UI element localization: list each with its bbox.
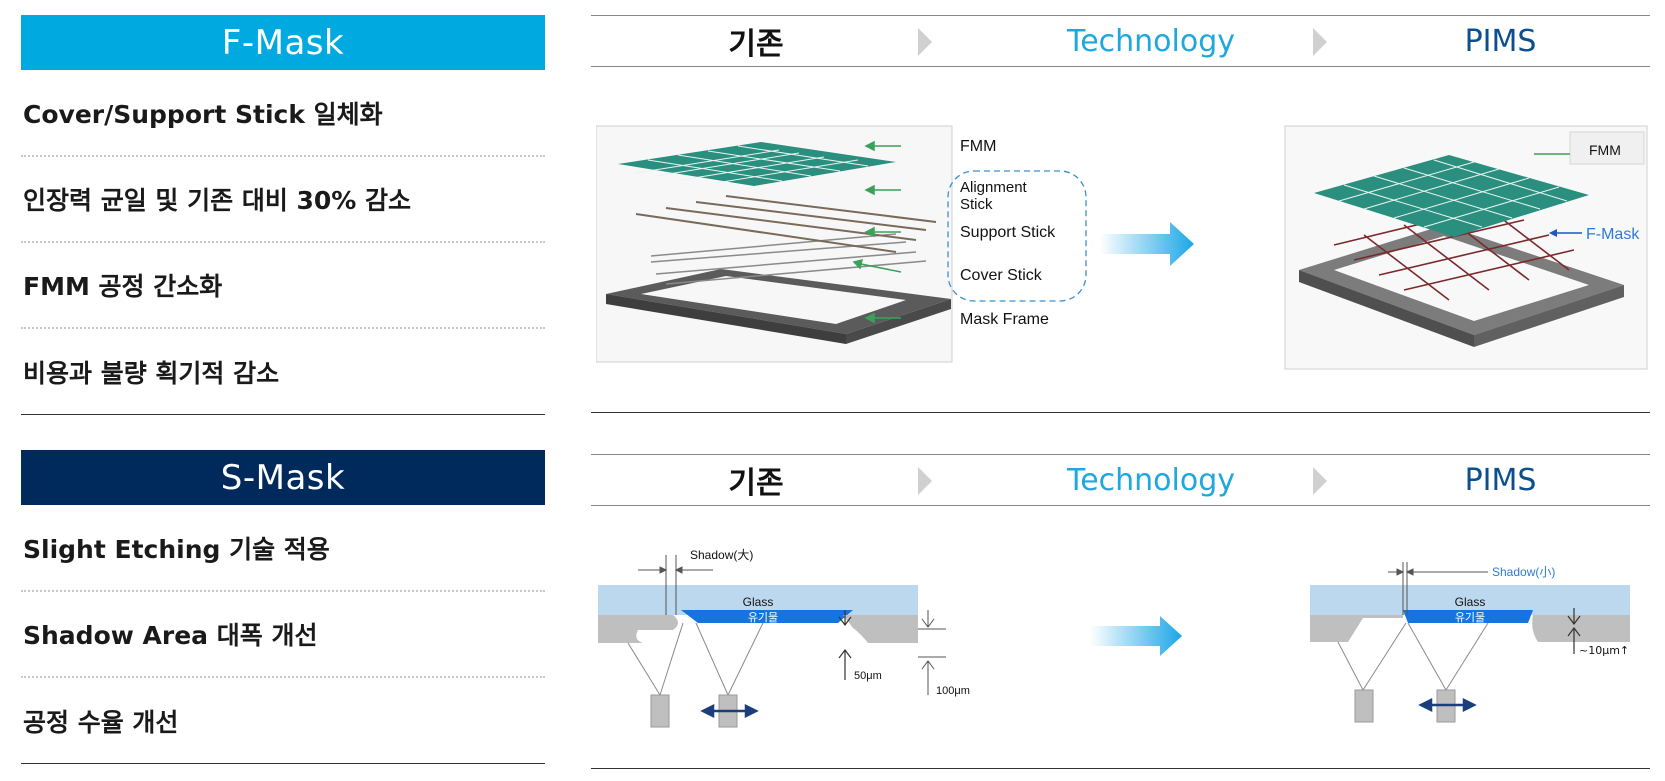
fmm-sheet — [618, 142, 896, 186]
right-arrow-icon — [1090, 616, 1182, 656]
chevron-right-icon — [918, 28, 932, 56]
fmask-header-before: 기존 — [728, 27, 784, 62]
fmask-feature-3: FMM 공정 간소화 — [21, 243, 545, 329]
thickness-100-indicator — [918, 610, 946, 695]
mask-profile — [1310, 615, 1630, 642]
label-100um: 100μm — [936, 685, 970, 697]
mask-frame-shape — [1299, 225, 1624, 347]
label-mask-frame: Mask Frame — [960, 311, 1049, 328]
move-arrow-icon — [700, 703, 759, 719]
source-block — [650, 694, 670, 728]
label-50um: 50μm — [854, 670, 882, 682]
dashed-highlight-box — [947, 170, 1087, 302]
label-support-stick: Support Stick — [960, 224, 1056, 241]
chevron-right-icon — [918, 467, 932, 495]
organic-layer — [681, 610, 853, 623]
label-alignment-stick-line1: Alignment — [960, 179, 1028, 196]
mask-profile — [598, 615, 918, 643]
smask-feature-panel: S-Mask Slight Etching 기술 적용 Shadow Area … — [21, 450, 545, 764]
fmm-sheet — [1314, 155, 1589, 237]
label-shadow: Shadow(小) — [1492, 565, 1555, 579]
deposition-lines — [627, 622, 764, 696]
label-10um: ~10μm↑ — [1579, 644, 1629, 657]
source-block — [1354, 689, 1374, 723]
label-organic: 유기물 — [748, 611, 778, 624]
fmask-pointer-head — [1549, 229, 1557, 237]
label-alignment-stick-line2: Stick — [960, 196, 993, 213]
cover-stick-lines — [650, 233, 927, 285]
organic-layer — [1403, 610, 1533, 623]
mask-frame-shape — [606, 269, 951, 344]
fmask-feature-panel: F-Mask Cover/Support Stick 일체화 인장력 균일 및 … — [21, 15, 545, 415]
smask-header-pims: PIMS — [1464, 462, 1537, 498]
thickness-10-indicator — [1567, 608, 1581, 654]
label-box-fmm — [1569, 131, 1645, 165]
chevron-right-icon — [1313, 467, 1327, 495]
smask-bottom-rule — [591, 768, 1650, 769]
label-organic: 유기물 — [1455, 611, 1485, 624]
fmask-before-diagram: FMM Alignment Stick Support Stick Cover … — [596, 125, 1087, 363]
smask-feature-2: Shadow Area 대폭 개선 — [21, 592, 545, 678]
label-fmm: FMM — [1589, 142, 1621, 158]
smask-section: S-Mask Slight Etching 기술 적용 Shadow Area … — [0, 450, 1665, 781]
smask-title: S-Mask — [220, 457, 346, 498]
chevron-right-icon — [1313, 28, 1327, 56]
label-cover-stick: Cover Stick — [960, 267, 1043, 284]
fmask-title: F-Mask — [221, 22, 345, 63]
smask-title-bar: S-Mask — [21, 450, 545, 505]
right-arrow-icon — [1100, 222, 1194, 266]
fmask-feature-2: 인장력 균일 및 기존 대비 30% 감소 — [21, 157, 545, 243]
smask-header-before: 기존 — [728, 466, 784, 501]
label-fmask: F-Mask — [1586, 226, 1640, 243]
smask-compare-panel: 기존 Technology PIMS — [591, 454, 1650, 506]
fmask-feature-1: Cover/Support Stick 일체화 — [21, 70, 545, 157]
label-glass: Glass — [1455, 595, 1486, 609]
thickness-50-indicator — [838, 610, 852, 680]
deposition-lines — [1337, 622, 1489, 691]
fmask-compare-header: 기존 Technology PIMS — [591, 15, 1650, 67]
fmask-after-diagram: FMM F-Mask — [1284, 125, 1648, 370]
fmask-header-technology: Technology — [1066, 23, 1236, 59]
label-shadow: Shadow(大) — [690, 548, 753, 562]
move-arrow-icon — [1418, 697, 1477, 713]
shadow-dimension — [1388, 562, 1488, 615]
label-fmm: FMM — [960, 138, 996, 155]
fmask-bottom-rule — [591, 412, 1650, 413]
smask-feature-3: 공정 수율 개선 — [21, 678, 545, 764]
shadow-dimension — [638, 555, 713, 615]
smask-feature-1: Slight Etching 기술 적용 — [21, 505, 545, 592]
fmask-section: F-Mask Cover/Support Stick 일체화 인장력 균일 및 … — [21, 15, 1650, 415]
label-pointer-arrows — [852, 140, 902, 324]
smask-before-diagram: Shadow(大) Glass 유기물 50μm 100μm — [598, 548, 970, 728]
fmask-compare-panel: 기존 Technology PIMS — [591, 15, 1650, 67]
fmask-header-pims: PIMS — [1464, 23, 1537, 59]
smask-after-diagram: Shadow(小) Glass 유기물 ~10μm↑ — [1310, 562, 1630, 723]
smask-compare-header: 기존 Technology PIMS — [591, 454, 1650, 506]
fmask-title-bar: F-Mask — [21, 15, 545, 70]
smask-header-technology: Technology — [1066, 462, 1236, 498]
label-glass: Glass — [743, 595, 774, 609]
fmask-feature-4: 비용과 불량 획기적 감소 — [21, 329, 545, 415]
